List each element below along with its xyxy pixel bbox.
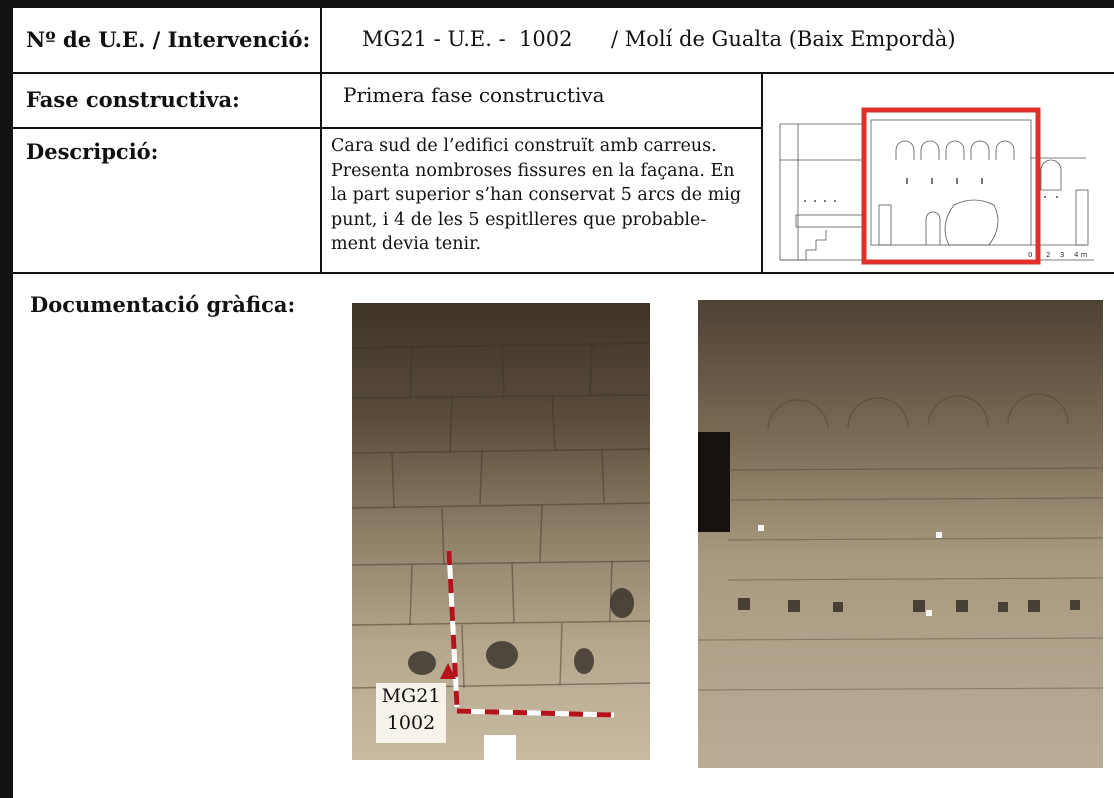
descripcio-line: ment devia tenir. — [331, 234, 482, 254]
ue-code: MG21 - U.E. - 1002 — [362, 27, 573, 51]
scale-label: 2 — [1046, 251, 1050, 259]
descripcio-line: la part superior s’han conservat 5 arcs … — [331, 185, 742, 205]
descripcio-line: Cara sud de l’edifici construït amb carr… — [331, 136, 717, 156]
column-divider — [320, 8, 322, 273]
scale-label: 0 — [1028, 251, 1032, 259]
descripcio-label: Descripció: — [26, 139, 159, 164]
scale-label: 3 — [1060, 251, 1064, 259]
row-divider — [13, 72, 1114, 74]
row-divider — [13, 127, 763, 129]
descripcio-text: Cara sud de l’edifici construït amb carr… — [331, 134, 759, 257]
fase-value: Primera fase constructiva — [343, 83, 605, 107]
descripcio-line: punt, i 4 de les 5 espitlleres que proba… — [331, 209, 707, 230]
fase-label: Fase constructiva: — [26, 87, 240, 112]
ue-label: Nº de U.E. / Intervenció: — [26, 27, 311, 52]
column-divider — [761, 72, 763, 273]
row-divider — [13, 272, 1114, 274]
descripcio-line: Presenta nombroses fissures en la façana… — [331, 160, 735, 181]
documentacio-label: Documentació gràfica: — [30, 292, 296, 317]
scale-tag: MG21 1002 — [376, 683, 446, 743]
left-border — [0, 0, 13, 798]
tag-code: MG21 — [381, 685, 441, 707]
tag-ue: 1002 — [386, 712, 436, 734]
site-name: / Molí de Gualta (Baix Empordà) — [611, 27, 956, 51]
elevation-drawing: 0 2 3 4 m — [776, 100, 1098, 270]
top-border — [0, 0, 1114, 8]
wall-photo-overview — [698, 300, 1103, 768]
scale-label: 4 m — [1074, 251, 1088, 259]
